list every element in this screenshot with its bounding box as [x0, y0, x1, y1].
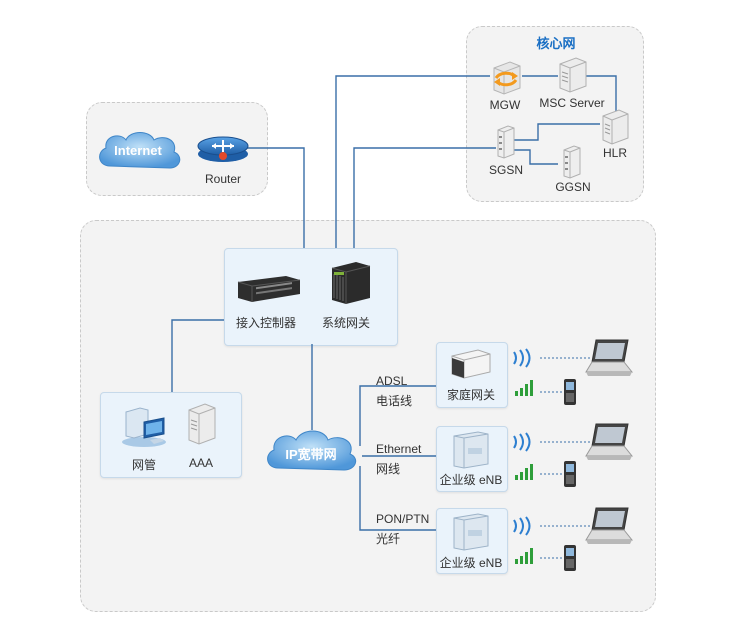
system-gateway-label: 系统网关 [321, 316, 371, 330]
ggsn-icon [563, 145, 581, 179]
phone-icon-2 [564, 461, 576, 487]
internet-cloud-icon [99, 132, 181, 169]
msc-hlr-link [586, 75, 617, 112]
adsl-sub-label: 电话线 [376, 394, 413, 408]
pon-sub-label: 光纤 [376, 532, 401, 546]
msc-server-icon [559, 57, 587, 93]
nms-aaa-box [100, 392, 242, 478]
cellular-signal-icon-3 [515, 548, 533, 564]
msc-label: MSC Server [539, 96, 605, 110]
home-gateway-icon [451, 349, 491, 379]
aaa-label: AAA [188, 456, 214, 470]
nms-label: 网管 [131, 458, 157, 472]
home-gateway-label: 家庭网关 [446, 388, 496, 402]
sgsn-hlr-link [512, 123, 600, 141]
laptop-icon-3 [585, 507, 634, 544]
cellular-signal-icon-1 [515, 380, 533, 396]
sgsn-ggsn-link [512, 149, 558, 165]
phone-icon-1 [564, 379, 576, 405]
system-gateway-icon [331, 262, 371, 304]
core-network-title: 核心网 [536, 36, 576, 51]
sgsn-icon [497, 125, 515, 159]
hlr-icon [602, 109, 629, 145]
adsl-link [359, 385, 436, 446]
laptop-icon-2 [585, 423, 634, 460]
cellular-signal-icon-2 [515, 464, 533, 480]
adsl-label: ADSL [376, 374, 408, 388]
router-link [246, 147, 305, 248]
ip-broadband-cloud-icon [267, 430, 357, 471]
access-controller-icon [237, 276, 301, 302]
nms-workstation-icon [122, 407, 166, 447]
gateway-mgw-link [335, 75, 490, 248]
router-label: Router [204, 172, 242, 186]
hlr-label: HLR [602, 146, 628, 160]
enb2-icon [453, 513, 489, 551]
internet-label: Internet [114, 143, 162, 158]
enb1-label: 企业级 eNB [439, 473, 503, 487]
mgw-icon [493, 61, 521, 95]
controller-nms-link [171, 319, 224, 392]
gateway-sgsn-link [353, 147, 496, 248]
wifi-signal-icon-1 [513, 348, 531, 368]
wifi-signal-icon-3 [513, 516, 531, 536]
mgw-label: MGW [489, 98, 521, 112]
phone-icon-3 [564, 545, 576, 571]
sgsn-label: SGSN [488, 163, 524, 177]
ethernet-label: Ethernet [376, 442, 422, 456]
access-controller-label: 接入控制器 [235, 316, 297, 330]
pon-label: PON/PTN [376, 512, 430, 526]
wifi-signal-icon-2 [513, 432, 531, 452]
ip-broadband-label: IP宽带网 [285, 447, 337, 462]
enb1-icon [453, 431, 489, 469]
router-icon [197, 136, 249, 162]
aaa-server-icon [188, 403, 216, 445]
enb2-label: 企业级 eNB [439, 556, 503, 570]
laptop-icon-1 [585, 339, 634, 376]
pon-link [359, 466, 436, 531]
ggsn-label: GGSN [555, 180, 591, 194]
ethernet-sub-label: 网线 [376, 462, 401, 476]
